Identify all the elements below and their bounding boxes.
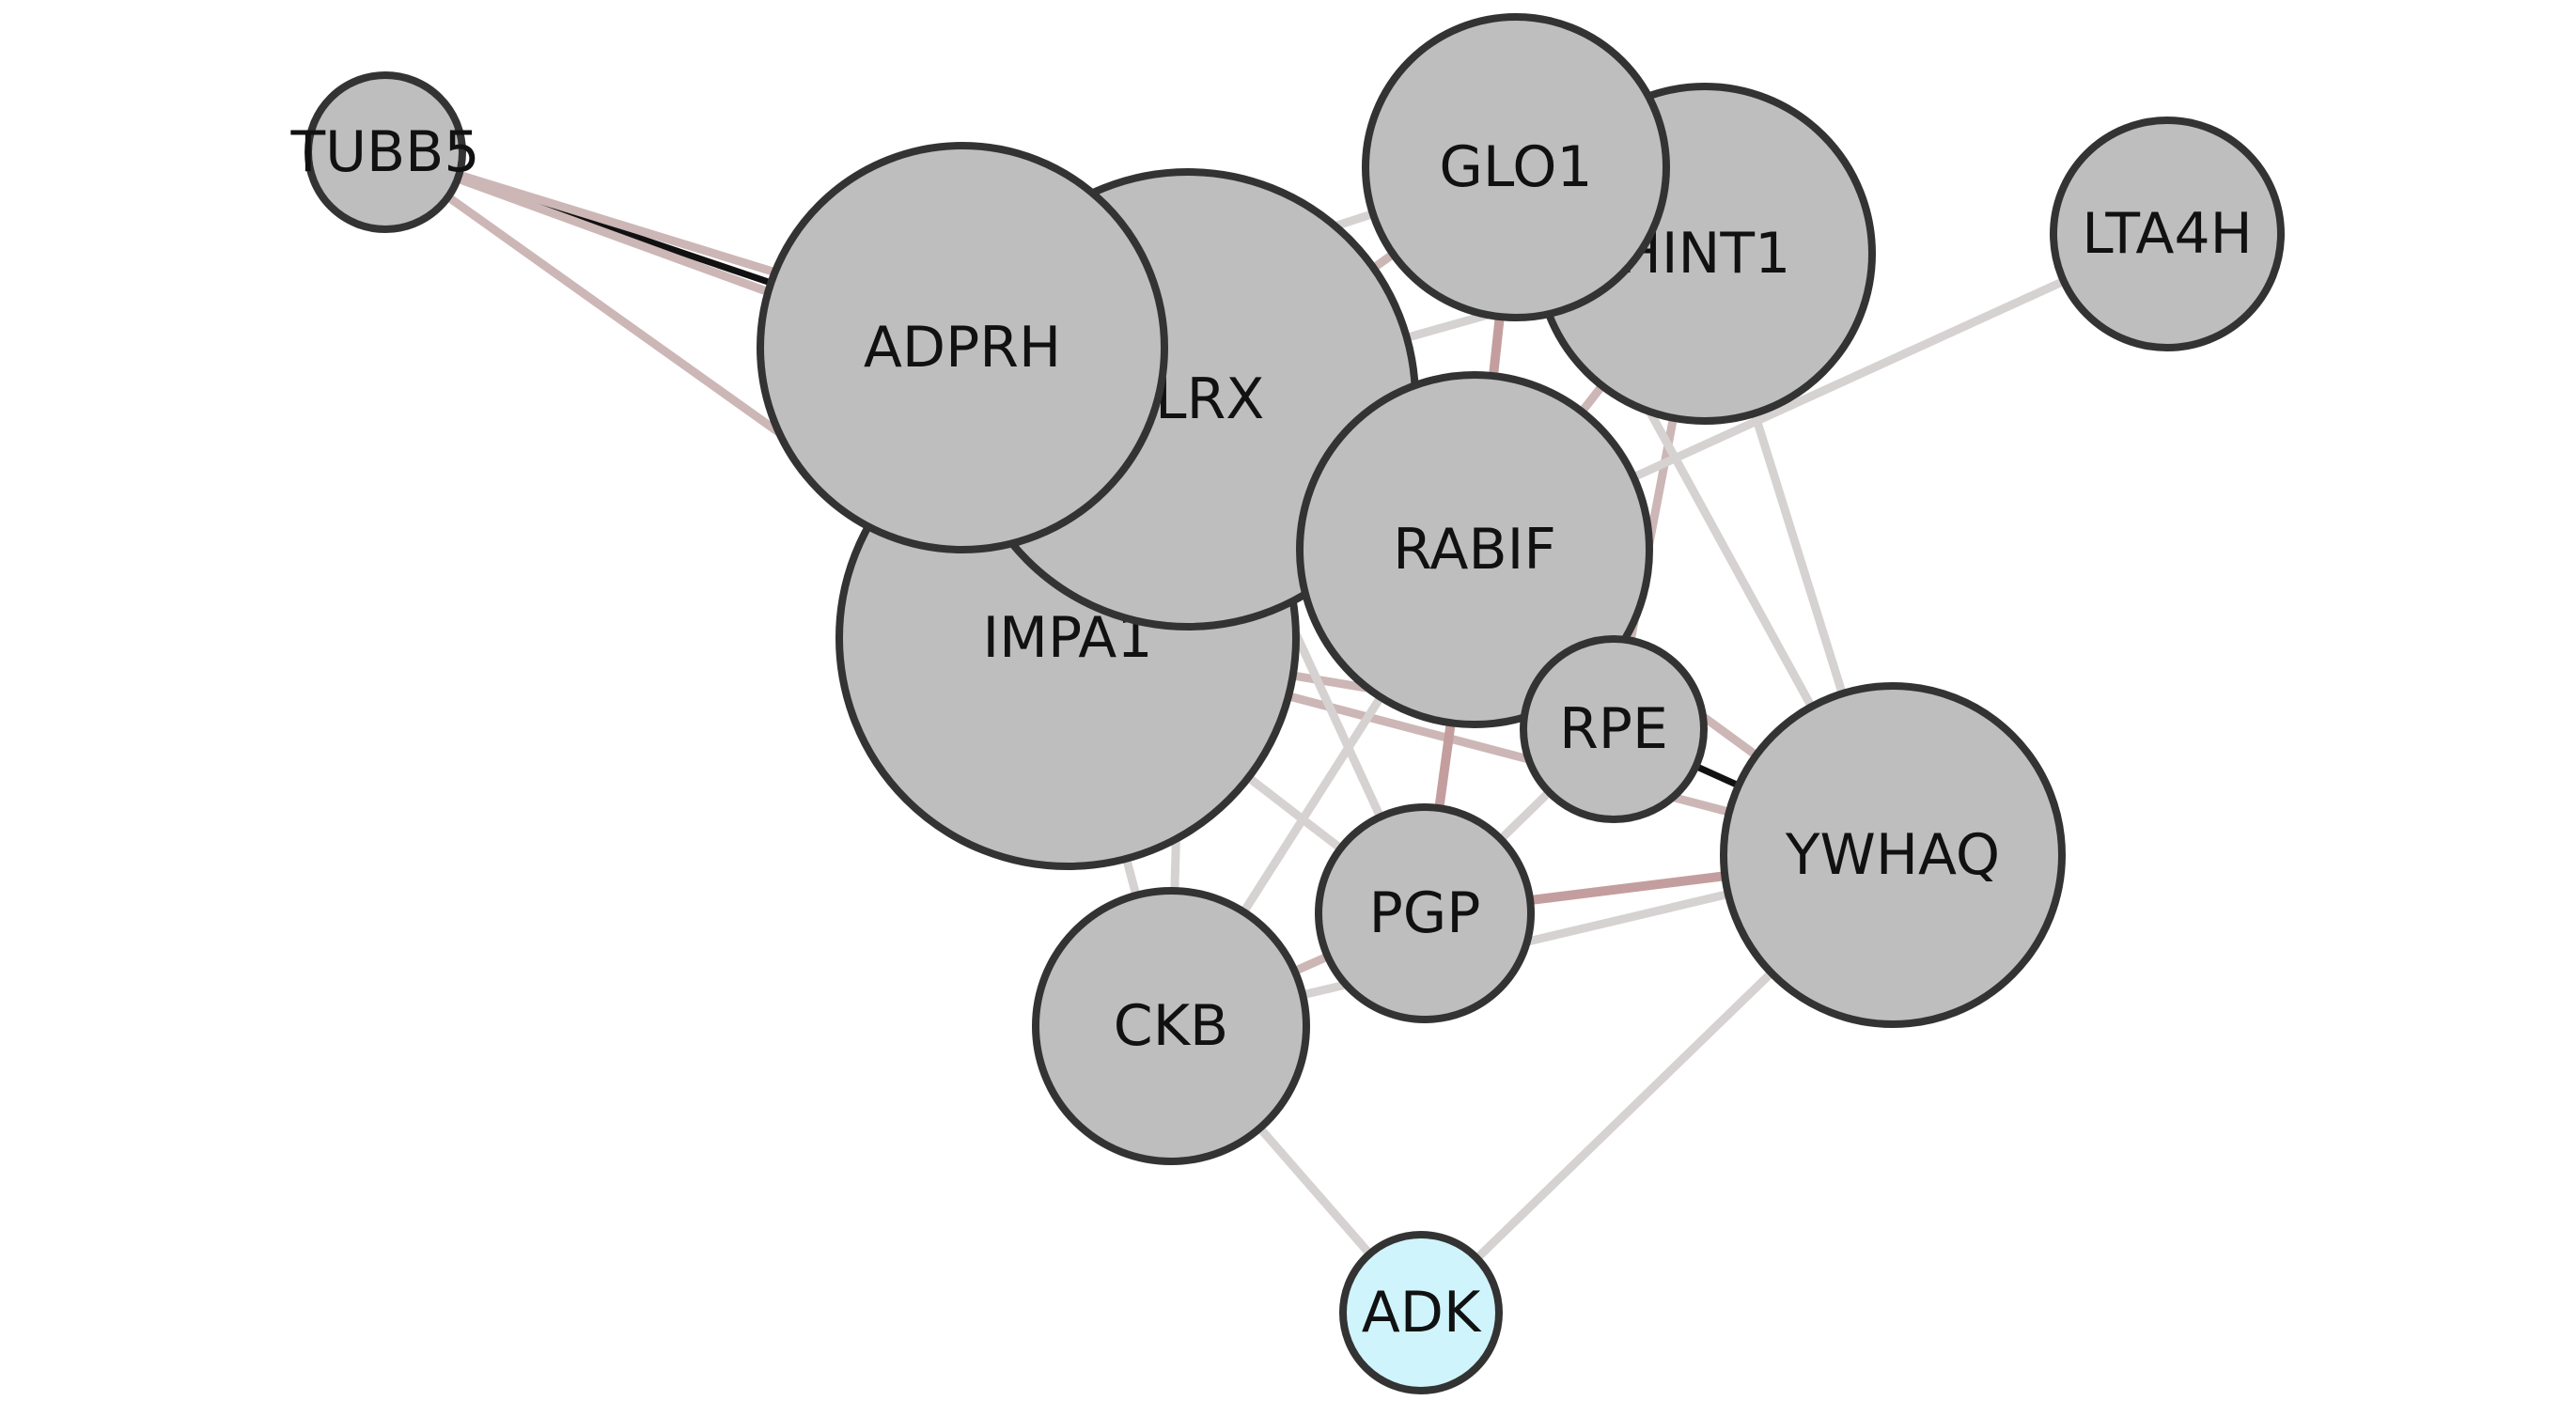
node-label-adprh: ADPRH (864, 315, 1061, 381)
node-label-lta4h: LTA4H (2082, 201, 2253, 267)
node-label-ywhaq: YWHAQ (1785, 822, 2000, 888)
node-label-rabif: RABIF (1393, 517, 1556, 583)
node-circle-adk[interactable] (1339, 1231, 1503, 1394)
node-label-adk: ADK (1362, 1280, 1482, 1346)
node-adprh[interactable]: ADPRH (757, 142, 1168, 553)
node-circle-lta4h[interactable] (2050, 117, 2285, 351)
node-layer: IMPA1GLRXADPRHRABIFYWHAQHINT1GLO1CKBLTA4… (289, 13, 2285, 1394)
node-circle-pgp[interactable] (1315, 803, 1535, 1023)
node-circle-adprh[interactable] (757, 142, 1168, 553)
node-rpe[interactable]: RPE (1520, 635, 1708, 823)
node-ywhaq[interactable]: YWHAQ (1720, 682, 2066, 1028)
node-label-rpe: RPE (1559, 696, 1668, 762)
node-rabif[interactable]: RABIF (1296, 371, 1653, 728)
node-circle-tubb5[interactable] (304, 71, 466, 233)
node-label-tubb5: TUBB5 (289, 119, 479, 185)
node-pgp[interactable]: PGP (1315, 803, 1535, 1023)
node-tubb5[interactable]: TUBB5 (289, 71, 480, 233)
node-circle-rabif[interactable] (1296, 371, 1653, 728)
node-ckb[interactable]: CKB (1032, 887, 1310, 1165)
node-label-ckb: CKB (1114, 993, 1228, 1059)
node-circle-ywhaq[interactable] (1720, 682, 2066, 1028)
node-lta4h[interactable]: LTA4H (2050, 117, 2285, 351)
node-circle-ckb[interactable] (1032, 887, 1310, 1165)
node-label-pgp: PGP (1369, 880, 1481, 946)
node-circle-glo1[interactable] (1362, 13, 1670, 321)
node-circle-rpe[interactable] (1520, 635, 1708, 823)
node-adk[interactable]: ADK (1339, 1231, 1503, 1394)
node-glo1[interactable]: GLO1 (1362, 13, 1670, 321)
node-label-glo1: GLO1 (1439, 134, 1592, 200)
